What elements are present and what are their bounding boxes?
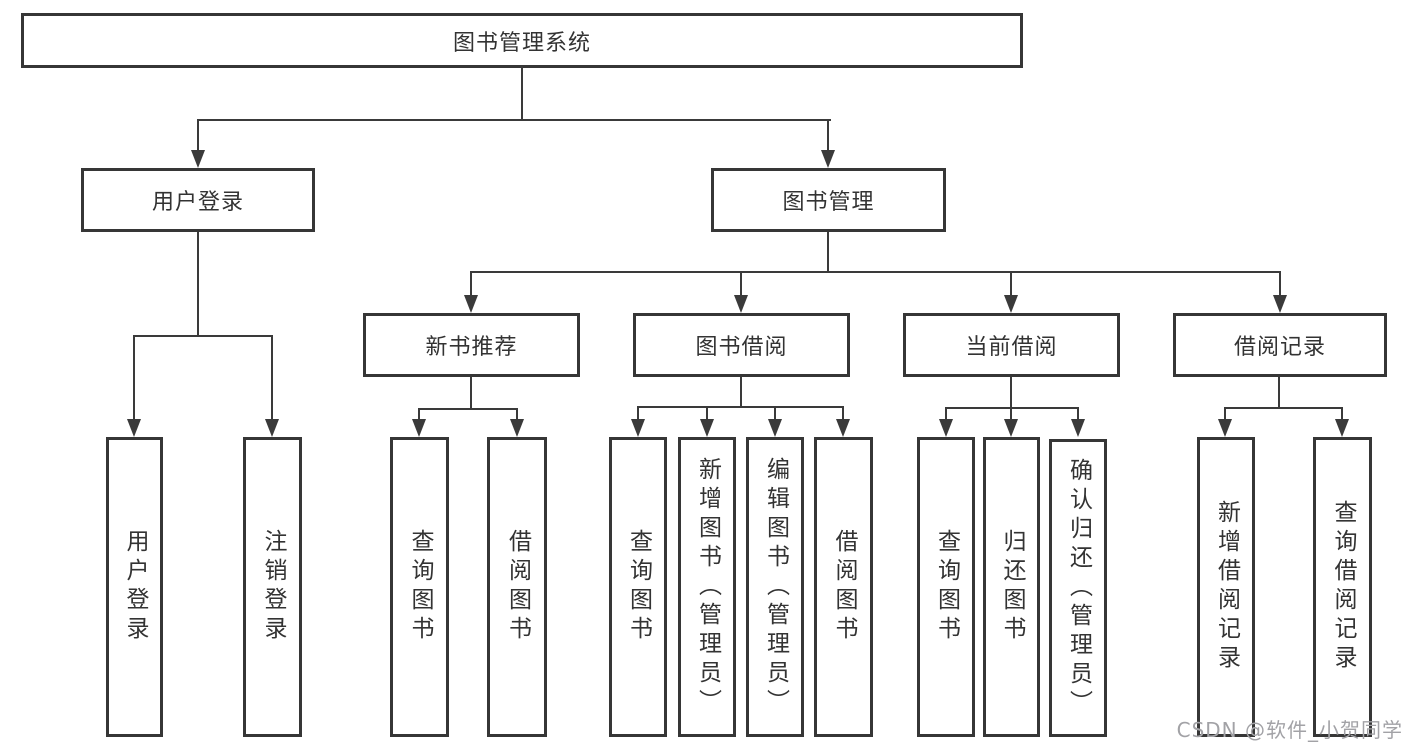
connector-line [740, 271, 742, 297]
connector-line [827, 119, 829, 152]
leaf-edit-book-admin-label: 编辑图书（管理员） [762, 456, 789, 718]
node-root-label: 图书管理系统 [452, 30, 591, 56]
node-book-management: 图书管理 [711, 168, 946, 232]
leaf-return-book: 归还图书 [983, 437, 1040, 737]
leaf-borrow-borrow-book: 借阅图书 [814, 437, 873, 737]
leaf-logout-label: 注销登录 [260, 529, 286, 645]
connector-line [1278, 377, 1280, 408]
connector-line [197, 232, 199, 336]
leaf-return-book-label: 归还图书 [999, 529, 1025, 645]
connector-line [1010, 407, 1012, 421]
connector-line [637, 406, 844, 408]
leaf-add-borrow-record-label: 新增借阅记录 [1213, 500, 1240, 674]
connector-line [470, 271, 1281, 273]
arrow-down-icon [1004, 419, 1018, 437]
connector-line [516, 408, 518, 421]
connector-line [418, 408, 518, 410]
arrow-down-icon [1273, 295, 1287, 313]
arrow-down-icon [464, 295, 478, 313]
arrow-down-icon [191, 150, 205, 168]
node-current-borrow: 当前借阅 [903, 313, 1120, 377]
leaf-edit-book-admin: 编辑图书（管理员） [746, 437, 804, 737]
leaf-confirm-return-admin-label: 确认归还（管理员） [1065, 457, 1092, 719]
leaf-query-borrow-record: 查询借阅记录 [1313, 437, 1372, 737]
arrow-down-icon [631, 419, 645, 437]
leaf-confirm-return-admin: 确认归还（管理员） [1049, 439, 1107, 737]
leaf-user-login-label: 用户登录 [122, 529, 148, 645]
leaf-newrec-borrow-book: 借阅图书 [487, 437, 547, 737]
node-user-login: 用户登录 [81, 168, 315, 232]
node-current-borrow-label: 当前借阅 [965, 335, 1058, 360]
connector-line [1010, 271, 1012, 297]
node-new-book-recommend-label: 新书推荐 [425, 335, 518, 360]
connector-line [197, 119, 199, 152]
arrow-down-icon [1218, 419, 1232, 437]
arrow-down-icon [265, 419, 279, 437]
leaf-user-login: 用户登录 [106, 437, 163, 737]
node-book-borrow: 图书借阅 [633, 313, 850, 377]
connector-line [197, 119, 831, 121]
connector-line [1224, 407, 1226, 421]
connector-line [1010, 377, 1012, 408]
leaf-add-book-admin-label: 新增图书（管理员） [694, 456, 721, 718]
leaf-current-query-book-label: 查询图书 [933, 529, 960, 645]
leaf-add-book-admin: 新增图书（管理员） [678, 437, 736, 737]
connector-line [706, 406, 708, 421]
connector-line [740, 377, 742, 407]
node-borrow-record: 借阅记录 [1173, 313, 1387, 377]
arrow-down-icon [1335, 419, 1349, 437]
leaf-query-borrow-record-label: 查询借阅记录 [1330, 500, 1356, 674]
node-book-borrow-label: 图书借阅 [695, 335, 788, 360]
leaf-newrec-query-book-label: 查询图书 [407, 529, 433, 645]
connector-line [774, 406, 776, 421]
connector-line [1077, 407, 1079, 421]
arrow-down-icon [734, 295, 748, 313]
connector-line [637, 406, 639, 421]
connector-line [945, 407, 947, 421]
leaf-logout: 注销登录 [243, 437, 302, 737]
arrow-down-icon [412, 419, 426, 437]
csdn-watermark: CSDN @软件_小贺同学 [1176, 718, 1403, 742]
arrow-down-icon [939, 419, 953, 437]
connector-line [1224, 407, 1343, 409]
connector-line [418, 408, 420, 421]
leaf-borrow-borrow-book-label: 借阅图书 [831, 529, 857, 645]
connector-line [133, 335, 273, 337]
connector-line [1279, 271, 1281, 297]
arrow-down-icon [1004, 295, 1018, 313]
arrow-down-icon [127, 419, 141, 437]
connector-line [842, 406, 844, 421]
connector-line [470, 377, 472, 409]
arrow-down-icon [836, 419, 850, 437]
arrow-down-icon [510, 419, 524, 437]
connector-line [945, 407, 1079, 409]
connector-line [133, 335, 135, 421]
connector-line [521, 66, 523, 120]
connector-line [271, 335, 273, 421]
leaf-newrec-borrow-book-label: 借阅图书 [504, 529, 531, 645]
leaf-newrec-query-book: 查询图书 [390, 437, 449, 737]
arrow-down-icon [700, 419, 714, 437]
connector-line [1341, 407, 1343, 421]
arrow-down-icon [1071, 419, 1085, 437]
leaf-current-query-book: 查询图书 [917, 437, 975, 737]
leaf-add-borrow-record: 新增借阅记录 [1197, 437, 1255, 737]
leaf-borrow-query-book-label: 查询图书 [625, 529, 652, 645]
leaf-borrow-query-book: 查询图书 [609, 437, 667, 737]
node-user-login-label: 用户登录 [151, 190, 244, 215]
connector-line [470, 271, 472, 297]
arrow-down-icon [768, 419, 782, 437]
node-new-book-recommend: 新书推荐 [363, 313, 580, 377]
node-borrow-record-label: 借阅记录 [1233, 335, 1326, 360]
node-book-management-label: 图书管理 [782, 190, 875, 215]
connector-line [827, 232, 829, 273]
node-root: 图书管理系统 [21, 13, 1023, 68]
arrow-down-icon [821, 150, 835, 168]
